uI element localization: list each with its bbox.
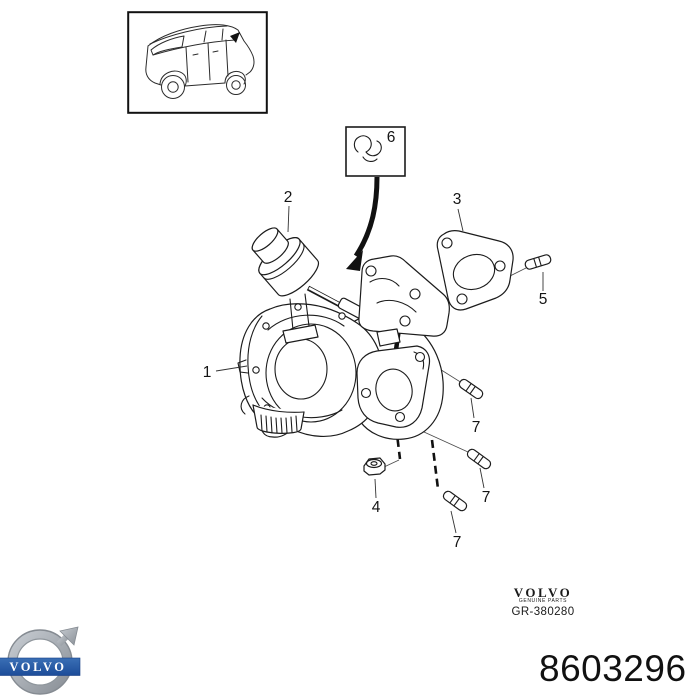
volvo-logo: VOLVO bbox=[0, 626, 81, 695]
callout-7c: 7 bbox=[453, 534, 462, 551]
outlet-hatching bbox=[260, 414, 298, 434]
oil-outlet-rim bbox=[252, 404, 305, 413]
callout-7b: 7 bbox=[482, 489, 491, 506]
gasket-hole bbox=[456, 293, 468, 305]
inlet-mounting-flange bbox=[358, 255, 450, 337]
iron-mark-icon: VOLVO bbox=[0, 626, 81, 695]
actuator-bracket-legs bbox=[289, 293, 310, 331]
housing-curve bbox=[267, 314, 345, 331]
car-outline bbox=[147, 24, 255, 76]
flange-plate bbox=[358, 255, 450, 337]
gasket-hole bbox=[494, 260, 506, 272]
flange-hole bbox=[409, 288, 421, 300]
car-rear-arch bbox=[159, 70, 187, 87]
exhaust-gasket bbox=[436, 230, 514, 311]
logo-arrow-head bbox=[59, 626, 79, 646]
leader-2 bbox=[287, 205, 290, 233]
callout-box-border bbox=[345, 126, 406, 177]
engine-location-arrow-icon bbox=[230, 32, 240, 43]
logo-wordmark: VOLVO bbox=[9, 660, 66, 674]
stud-hole bbox=[414, 351, 426, 363]
car-front-wheel bbox=[226, 75, 246, 95]
stamp-reference: GR-380280 bbox=[511, 606, 575, 618]
leader-3 bbox=[457, 208, 464, 232]
outlet-flange bbox=[356, 345, 431, 428]
bolt bbox=[262, 322, 270, 330]
car-door-handles bbox=[192, 50, 219, 56]
stud-hole bbox=[360, 387, 372, 399]
car-door-lines bbox=[185, 39, 229, 83]
car-front-hub bbox=[231, 80, 241, 90]
genuine-parts-stamp: VOLVO GENUINE PARTS GR-380280 bbox=[468, 585, 618, 619]
car-rear-edge bbox=[145, 45, 162, 86]
car-sill bbox=[184, 82, 226, 87]
actuator-rim bbox=[263, 243, 305, 280]
car-pillars bbox=[203, 28, 224, 43]
callout-6-label: 6 bbox=[387, 129, 396, 146]
flange-hole bbox=[399, 315, 411, 327]
stud-7b bbox=[465, 447, 493, 471]
gasket-hole bbox=[441, 237, 453, 249]
callout-4: 4 bbox=[372, 499, 381, 516]
retaining-clip-icon bbox=[353, 135, 382, 162]
wastegate-actuator bbox=[251, 227, 320, 297]
leader-4 bbox=[374, 478, 377, 499]
nut-bore bbox=[370, 461, 378, 466]
flange-detail bbox=[376, 299, 417, 313]
car-roof-rail bbox=[149, 25, 228, 45]
flange-detail bbox=[369, 277, 400, 287]
vehicle-thumbnail-box bbox=[127, 11, 268, 114]
wastegate-bracket bbox=[376, 328, 401, 347]
leader-7c bbox=[450, 510, 457, 534]
bolt bbox=[338, 312, 346, 320]
clip-callout-box: 6 bbox=[345, 126, 406, 177]
callout-1: 1 bbox=[203, 364, 212, 381]
stud-7c bbox=[441, 489, 469, 513]
car-rear-window bbox=[150, 35, 185, 56]
backplate-seam bbox=[247, 315, 267, 415]
callout-5: 5 bbox=[539, 291, 548, 308]
flow-arrow-head bbox=[346, 250, 363, 271]
bolt bbox=[294, 303, 302, 311]
stud-7a bbox=[457, 377, 485, 401]
gasket-bore bbox=[452, 253, 496, 291]
flange-hole bbox=[365, 265, 377, 277]
turbocharger-drawing bbox=[237, 227, 450, 440]
axis-dashed-line bbox=[430, 439, 440, 490]
nut bbox=[363, 457, 386, 476]
callout-labels: 1 2 3 4 5 7 7 7 bbox=[203, 189, 548, 551]
stamp-brand: VOLVO bbox=[513, 585, 573, 600]
part-number: 8603296 bbox=[539, 648, 687, 689]
guide-line bbox=[383, 459, 400, 468]
volute-seam bbox=[265, 323, 357, 423]
suv-rear-three-quarter-icon bbox=[145, 24, 255, 99]
outlet-bore bbox=[375, 368, 413, 412]
stud-5 bbox=[523, 253, 553, 271]
leader-1 bbox=[215, 365, 248, 372]
leader-7b bbox=[479, 467, 485, 489]
car-front-arch bbox=[224, 70, 246, 85]
callout-7a: 7 bbox=[472, 419, 481, 436]
car-rear-wheel bbox=[161, 75, 185, 99]
flow-arrow-shaft bbox=[353, 176, 380, 258]
stud-hole bbox=[394, 411, 406, 423]
car-rear-hub bbox=[167, 81, 179, 93]
actuator-cap-top bbox=[251, 227, 279, 252]
foot-bracket bbox=[240, 395, 250, 415]
leader-7a bbox=[470, 397, 475, 419]
nut-top bbox=[365, 458, 383, 469]
callout-2: 2 bbox=[284, 189, 293, 206]
callout-leaders bbox=[215, 205, 544, 534]
bolt bbox=[252, 366, 260, 374]
logo-banner bbox=[0, 657, 81, 676]
actuator-bracket-plate bbox=[282, 324, 319, 344]
stamp-subtitle: GENUINE PARTS bbox=[518, 598, 568, 604]
callout-3: 3 bbox=[453, 191, 462, 208]
